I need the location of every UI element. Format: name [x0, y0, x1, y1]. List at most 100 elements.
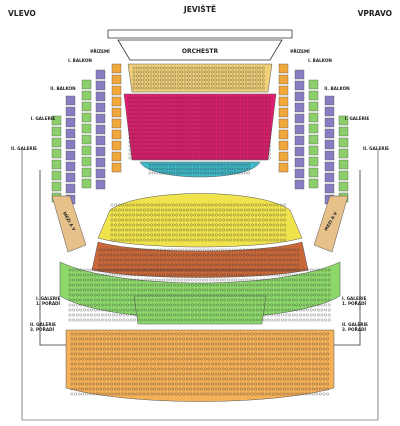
seat[interactable] [134, 248, 138, 252]
seat[interactable] [68, 278, 72, 282]
seat[interactable] [183, 148, 186, 152]
seat[interactable] [70, 367, 74, 371]
seat[interactable] [217, 78, 221, 82]
seat[interactable] [322, 372, 326, 376]
seat[interactable] [237, 293, 241, 297]
seat[interactable] [210, 70, 214, 74]
seat[interactable] [281, 283, 284, 287]
seat[interactable] [159, 144, 162, 148]
seat[interactable] [206, 108, 210, 112]
seat[interactable] [122, 283, 126, 287]
seat[interactable] [301, 352, 304, 356]
seat[interactable] [217, 70, 221, 74]
seat[interactable] [200, 116, 203, 120]
seat[interactable] [203, 144, 207, 148]
seat[interactable] [152, 253, 156, 257]
seat[interactable] [153, 86, 156, 90]
seat[interactable] [205, 293, 209, 297]
seat[interactable] [124, 377, 128, 381]
seat[interactable] [293, 357, 297, 361]
seat[interactable] [173, 82, 177, 86]
seat[interactable] [179, 112, 183, 116]
seat[interactable] [277, 273, 281, 277]
seat[interactable] [268, 156, 271, 160]
seat[interactable] [77, 357, 81, 361]
seat[interactable] [167, 337, 171, 341]
seat[interactable] [164, 342, 167, 346]
seat[interactable] [219, 273, 223, 277]
seat[interactable] [106, 347, 110, 351]
seat[interactable] [277, 313, 281, 317]
seat[interactable] [251, 78, 255, 82]
seat[interactable] [169, 171, 172, 175]
seat[interactable] [220, 108, 224, 112]
seat[interactable] [288, 293, 291, 297]
seat[interactable] [135, 332, 139, 336]
seat[interactable] [149, 332, 153, 336]
seat[interactable] [172, 136, 176, 140]
seat[interactable] [158, 268, 162, 272]
seat[interactable] [173, 303, 176, 307]
seat[interactable] [176, 96, 179, 100]
box-left[interactable] [81, 134, 92, 145]
seat[interactable] [74, 382, 77, 386]
seat[interactable] [304, 347, 308, 351]
seat[interactable] [151, 303, 155, 307]
seat[interactable] [277, 318, 281, 322]
seat[interactable] [264, 120, 268, 124]
seat[interactable] [165, 171, 169, 175]
seat[interactable] [214, 82, 217, 86]
seat[interactable] [171, 223, 175, 227]
seat[interactable] [276, 218, 279, 222]
seat[interactable] [223, 128, 227, 132]
seat[interactable] [185, 362, 189, 366]
seat[interactable] [157, 218, 161, 222]
seat[interactable] [250, 332, 254, 336]
seat[interactable] [193, 387, 196, 391]
seat[interactable] [258, 218, 261, 222]
seat[interactable] [239, 357, 243, 361]
seat[interactable] [211, 337, 214, 341]
seat[interactable] [260, 253, 264, 257]
seat[interactable] [128, 218, 132, 222]
seat[interactable] [288, 273, 291, 277]
seat[interactable] [170, 86, 173, 90]
seat[interactable] [110, 387, 113, 391]
box-left[interactable] [51, 148, 62, 159]
seat[interactable] [214, 372, 218, 376]
seat[interactable] [306, 273, 309, 277]
seat[interactable] [221, 74, 224, 78]
seat[interactable] [108, 318, 111, 322]
seat[interactable] [222, 223, 225, 227]
seat[interactable] [97, 313, 101, 317]
seat[interactable] [152, 100, 156, 104]
seat[interactable] [209, 171, 213, 175]
seat[interactable] [230, 303, 234, 307]
seat[interactable] [324, 273, 327, 277]
seat[interactable] [206, 96, 210, 100]
seat[interactable] [171, 382, 175, 386]
seat[interactable] [201, 278, 205, 282]
seat[interactable] [247, 223, 251, 227]
seat[interactable] [128, 144, 132, 148]
seat[interactable] [121, 208, 125, 212]
seat[interactable] [86, 318, 90, 322]
seat[interactable] [149, 140, 152, 144]
seat[interactable] [227, 128, 230, 132]
seat[interactable] [261, 377, 265, 381]
seat[interactable] [229, 357, 232, 361]
seat[interactable] [291, 268, 295, 272]
seat[interactable] [132, 120, 135, 124]
seat[interactable] [223, 298, 227, 302]
seat[interactable] [229, 223, 233, 227]
seat[interactable] [189, 382, 193, 386]
seat[interactable] [145, 100, 149, 104]
seat[interactable] [229, 337, 232, 341]
seat[interactable] [117, 208, 121, 212]
seat[interactable] [191, 313, 194, 317]
seat[interactable] [193, 148, 196, 152]
seat[interactable] [159, 104, 162, 108]
seat[interactable] [86, 303, 90, 307]
seat[interactable] [196, 136, 200, 140]
seat[interactable] [133, 303, 137, 307]
